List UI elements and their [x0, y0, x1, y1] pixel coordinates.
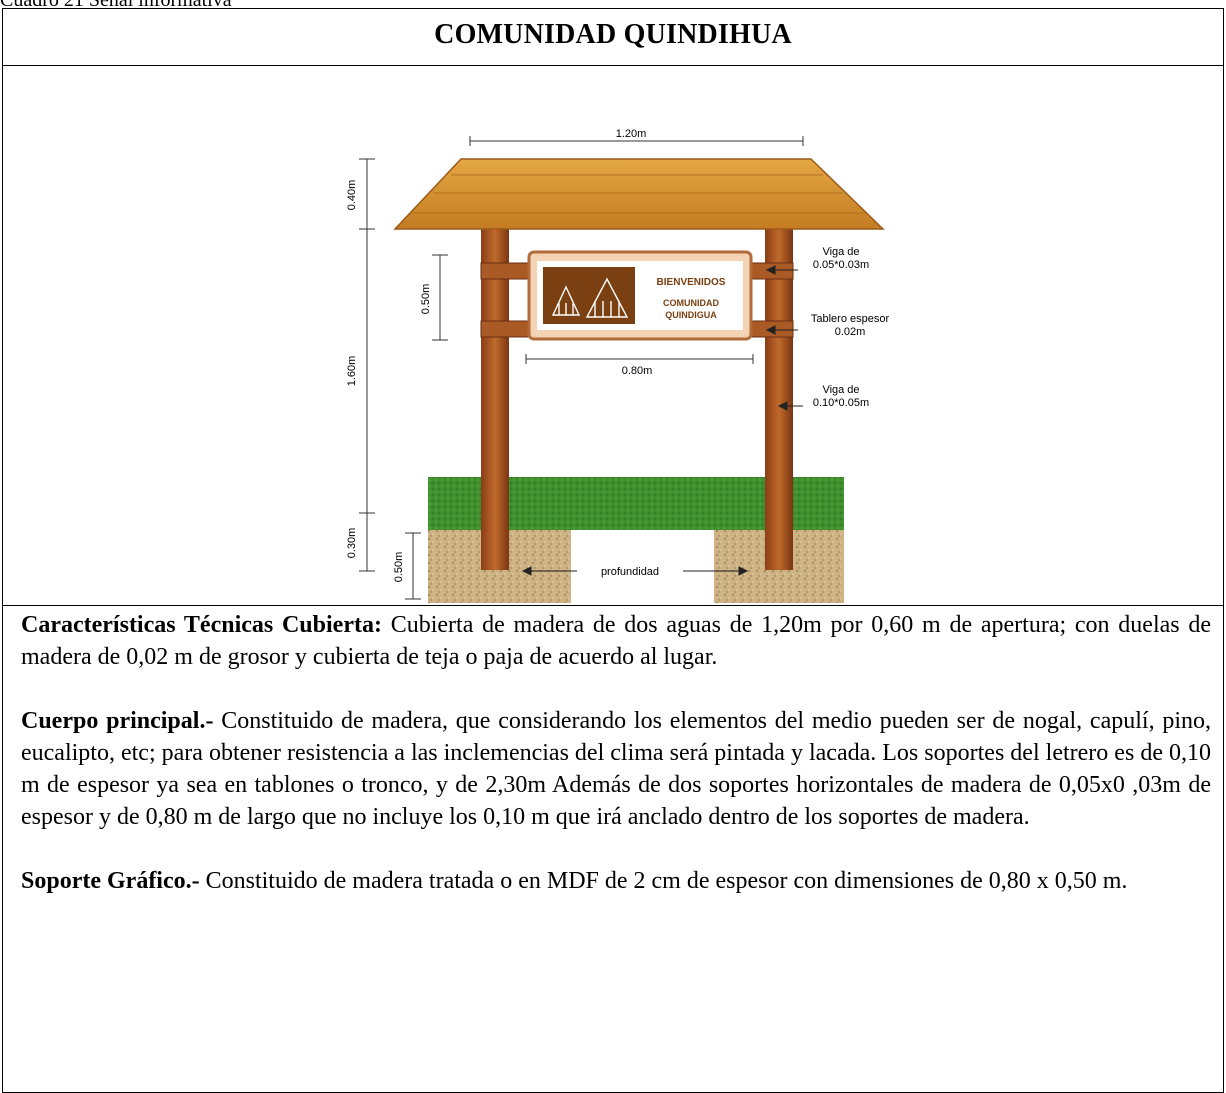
- section-cubierta: Características Técnicas Cubierta: Cubie…: [21, 609, 1211, 673]
- roof: [393, 158, 885, 230]
- dim-panel-height-label: 0.50m: [420, 284, 432, 315]
- section-cuerpo: Cuerpo principal.- Constituido de madera…: [21, 705, 1211, 833]
- dim-depth-label: 0.50m: [393, 552, 405, 583]
- section-body: Cubierta de madera de dos aguas de 1,20m…: [21, 612, 1212, 670]
- description: Características Técnicas Cubierta: Cubie…: [21, 609, 1211, 929]
- dim-roof-width-label: 1.20m: [616, 128, 647, 140]
- section-body: Constituido de madera, que considerando …: [21, 708, 1211, 830]
- callout-beam-large-1: Viga de: [822, 384, 859, 396]
- dim-panel-width-label: 0.80m: [622, 365, 653, 377]
- callout-arrows: [765, 265, 803, 411]
- post-left: [481, 225, 509, 570]
- dim-roof-height: 0.40m: [346, 180, 358, 211]
- sign-diagram: BIENVENIDOS COMUNIDAD QUINDIGUA 1.20m 0.…: [346, 125, 890, 603]
- depth-arrows: [521, 566, 749, 576]
- figure-caption: Cuadro 21 Señal informativa: [0, 0, 232, 11]
- callout-beam-small-1: Viga de: [822, 246, 859, 258]
- table-title: COMUNIDAD QUINDIHUA: [434, 19, 792, 50]
- callout-board-1: Tablero espesor: [811, 313, 890, 325]
- section-soporte: Soporte Gráfico.- Constituido de madera …: [21, 865, 1211, 897]
- dim-base-height: 0.30m: [346, 528, 358, 559]
- title-row: COMUNIDAD QUINDIHUA: [3, 9, 1223, 66]
- section-body: Constituido de madera tratada o en MDF d…: [199, 868, 1128, 894]
- section-heading: Características Técnicas Cubierta:: [21, 612, 382, 638]
- post-right: [765, 225, 793, 570]
- sign-welcome: BIENVENIDOS: [657, 277, 726, 288]
- dim-vertical-main: [359, 158, 375, 572]
- section-heading: Cuerpo principal.-: [21, 708, 214, 734]
- depth-word: profundidad: [601, 566, 659, 578]
- huts-icon: [551, 277, 629, 318]
- dim-roof-width: [469, 136, 804, 146]
- dim-post-height: 1.60m: [346, 356, 358, 387]
- callout-beam-large-2: 0.10*0.05m: [813, 397, 869, 409]
- section-heading: Soporte Gráfico.-: [21, 868, 200, 894]
- dim-depth: [405, 532, 421, 600]
- figure-row: BIENVENIDOS COMUNIDAD QUINDIGUA 1.20m 0.…: [3, 65, 1223, 606]
- callout-board-2: 0.02m: [835, 326, 866, 338]
- dim-panel-width: [525, 354, 754, 364]
- sign-name-line2: QUINDIGUA: [665, 310, 717, 320]
- info-table: COMUNIDAD QUINDIHUA: [2, 8, 1224, 1093]
- dim-panel-height: [432, 254, 448, 341]
- sign-name-line1: COMUNIDAD: [663, 298, 719, 308]
- callout-beam-small-2: 0.05*0.03m: [813, 259, 869, 271]
